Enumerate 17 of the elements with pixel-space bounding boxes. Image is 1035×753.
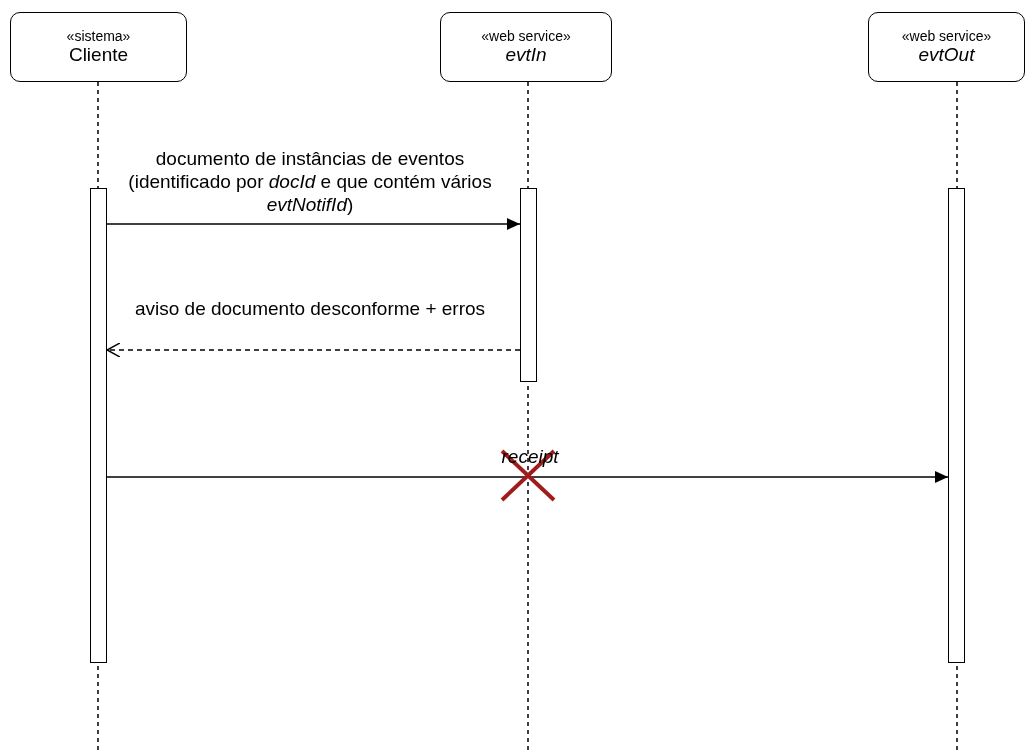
lifeline-header-box [10,12,187,82]
message-arrow [106,218,521,230]
participant-name: evtOut [918,44,975,66]
activation-bar [90,188,107,663]
lifeline-header-box [868,12,1025,82]
stereotype-label: «web service» [901,28,992,44]
lifeline-header-box [440,12,612,82]
activation-bar [948,188,965,663]
participant-name: evtIn [505,44,547,66]
message-arrow [106,471,949,483]
return-message-arrow [106,342,521,358]
participant-name: Cliente [68,44,129,66]
message-label: documento de instâncias de eventos (identificado por docId e que contém vários evtNotifId) [127,147,493,216]
stereotype-label: «sistema» [66,28,131,44]
stereotype-label: «web service» [481,28,571,44]
activation-bar [520,188,537,382]
message-label: aviso de documento desconforme + erros [133,297,487,320]
